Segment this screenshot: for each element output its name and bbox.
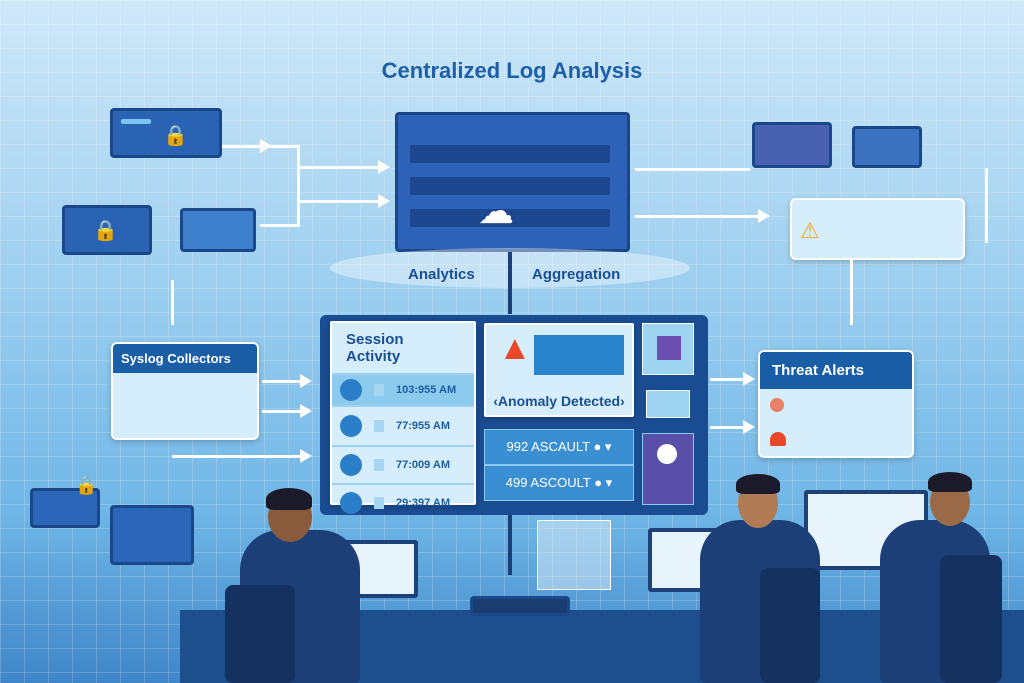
session-row[interactable]: 29:397 AM	[332, 483, 474, 521]
aggregation-label: Aggregation	[532, 266, 621, 283]
pie-alert-icon	[770, 398, 784, 412]
user-icon	[340, 492, 362, 514]
assault-list: 992 ASCAULT ● ▾ 499 ASCOULT ● ▾	[484, 429, 634, 501]
flow-arrow	[508, 252, 512, 314]
session-activity-panel: Session Activity 103:955 AM 77:955 AM 77…	[330, 321, 476, 514]
eye-tile[interactable]	[642, 433, 694, 505]
pin-icon	[657, 336, 681, 360]
server-locked-2: 🔒	[62, 205, 152, 255]
threat-alerts-title: Threat Alerts	[760, 352, 912, 389]
syslog-collectors-panel: Syslog Collectors	[111, 342, 259, 440]
session-row[interactable]: 77:955 AM	[332, 405, 474, 445]
analytics-label: Analytics	[408, 266, 475, 283]
lock-icon: 🔒	[163, 125, 188, 147]
threat-alerts-panel: Threat Alerts	[758, 350, 914, 458]
cloud-icon: ☁	[478, 190, 514, 231]
page-title: Centralized Log Analysis	[381, 58, 643, 83]
assault-item[interactable]: 992 ASCAULT ● ▾	[484, 429, 634, 465]
lock-icon: 🔒	[93, 220, 118, 242]
tool-tile[interactable]	[646, 390, 690, 418]
anomaly-label: ‹Anomaly Detected›	[493, 393, 625, 409]
anomaly-panel: ▲ ‹Anomaly Detected›	[484, 323, 634, 417]
chair-3	[940, 555, 1002, 683]
location-tile[interactable]	[642, 323, 694, 375]
warning-dashboard: ⚠	[790, 198, 965, 260]
session-row[interactable]: 77:009 AM	[332, 445, 474, 483]
eye-icon	[657, 444, 677, 464]
chair-1	[225, 585, 295, 683]
list-dashboard	[852, 126, 922, 168]
chair-2	[760, 568, 820, 683]
server-lock-3: 🔒	[30, 475, 100, 528]
server-locked-1: 🔒	[110, 108, 222, 158]
warning-icon: ⚠	[800, 218, 820, 243]
user-icon	[340, 415, 362, 437]
keyboard-device	[470, 596, 570, 616]
warning-bell-icon	[770, 432, 786, 446]
user-icon	[340, 454, 362, 476]
flow-arrow-down	[508, 515, 512, 575]
assault-item[interactable]: 499 ASCOULT ● ▾	[484, 465, 634, 501]
server-rack	[110, 505, 194, 565]
central-log-server: ☁	[395, 112, 630, 252]
central-monitor: Session Activity 103:955 AM 77:955 AM 77…	[320, 315, 708, 515]
lock-icon: 🔒	[75, 475, 98, 495]
chart-dashboard	[752, 122, 832, 168]
alert-triangle-icon: ▲	[498, 329, 532, 367]
session-title: Session Activity	[346, 331, 404, 365]
session-row[interactable]: 103:955 AM	[332, 373, 474, 405]
syslog-title: Syslog Collectors	[113, 344, 257, 373]
cloud-screen	[537, 520, 611, 590]
user-icon	[340, 379, 362, 401]
network-switch	[180, 208, 256, 252]
